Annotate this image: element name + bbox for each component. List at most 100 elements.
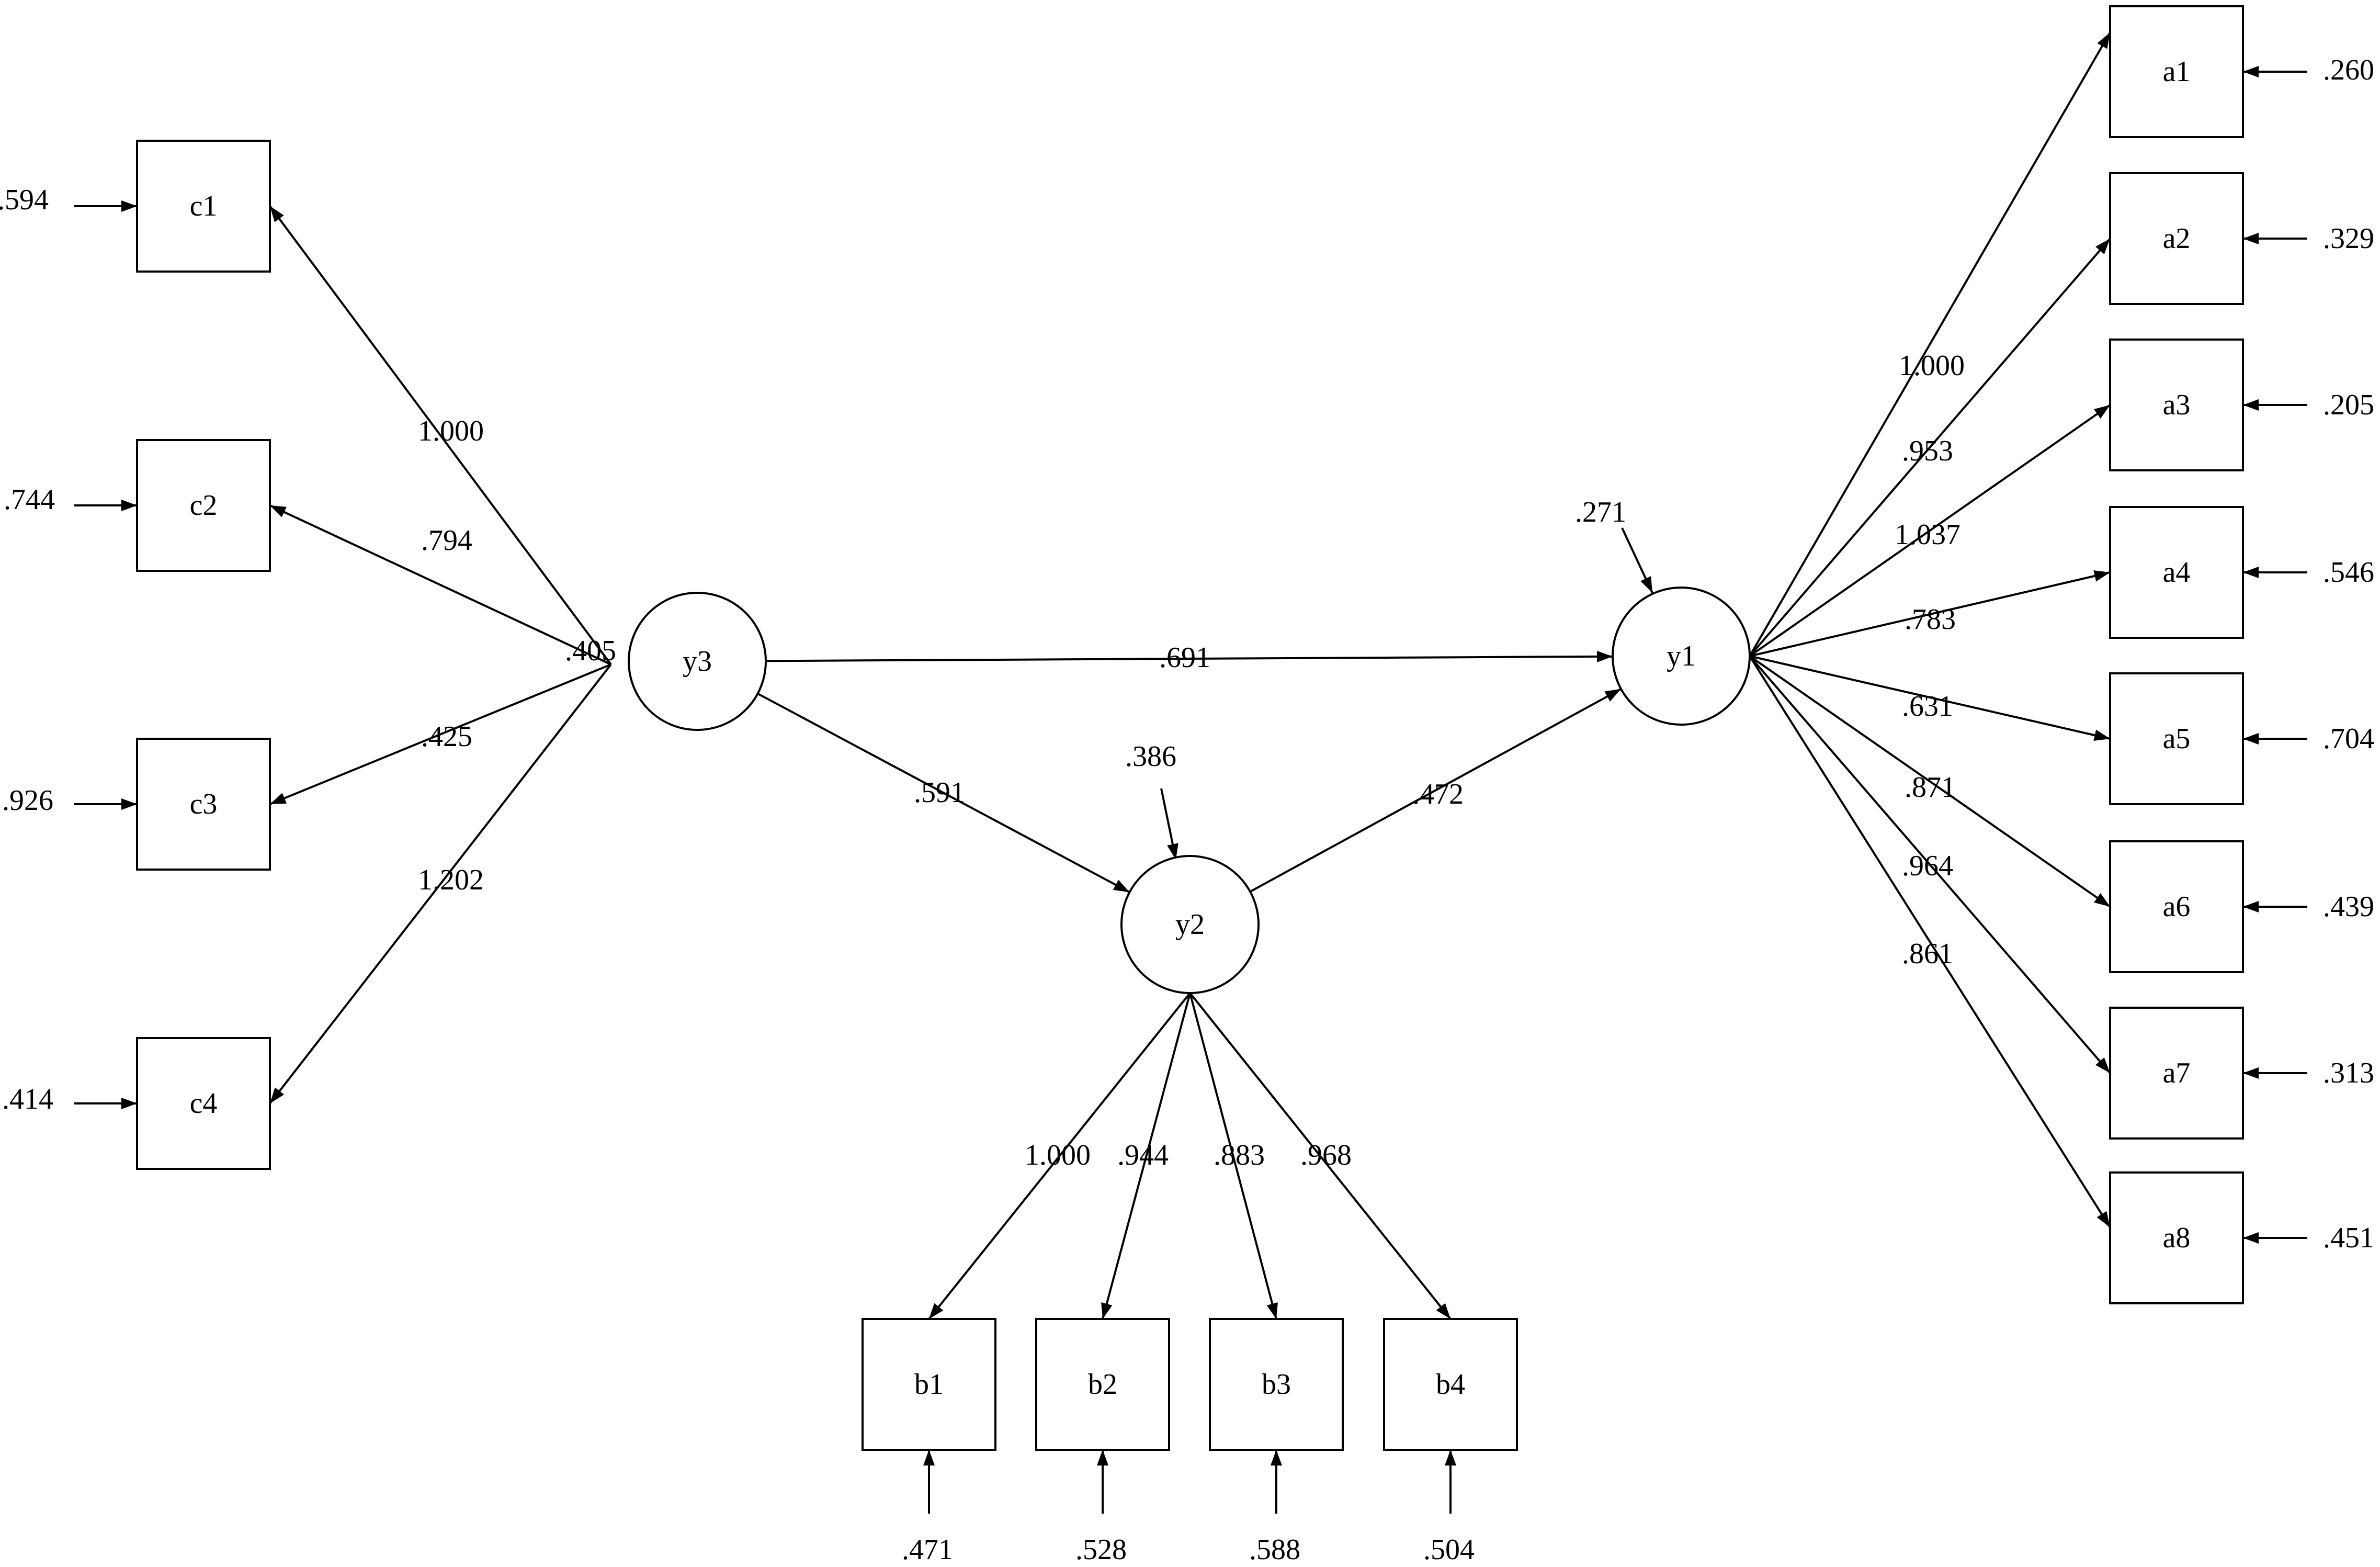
loading-label-y1-a8: .861 (1902, 938, 1953, 970)
observed-a1 (2109, 5, 2244, 138)
loading-y1-a2 (1749, 238, 2111, 657)
error-a1-arrow-arrowhead (2243, 66, 2259, 77)
error-c2-arrow-arrowhead (121, 500, 137, 511)
error-label-a5: .704 (2323, 723, 2374, 755)
disturbance-label-y2: .386 (1125, 740, 1176, 773)
edges-layer (74, 31, 2307, 1514)
loading-y1-a6-arrowhead (2094, 893, 2110, 907)
observed-a7 (2109, 1007, 2244, 1140)
loading-y2-b1-arrowhead (929, 1303, 944, 1319)
loading-y1-a1-arrowhead (2097, 32, 2110, 49)
observed-b1 (862, 1318, 996, 1451)
node-label-b2: b2 (1088, 1368, 1117, 1401)
observed-a5 (2109, 672, 2244, 805)
disturbance-y2-arrow-arrowhead (1167, 843, 1178, 860)
loading-label-y1-a1: 1.000 (1899, 350, 1965, 382)
node-label-y3: y3 (683, 645, 712, 678)
observed-b2 (1035, 1318, 1170, 1451)
error-c4-arrow-arrowhead (121, 1098, 137, 1109)
loading-label-y3-c4: 1.202 (418, 864, 484, 896)
path-label-y2-y1: .472 (1412, 778, 1464, 810)
error-b3-arrow-arrowhead (1271, 1450, 1282, 1465)
observed-a2 (2109, 172, 2244, 305)
node-label-a1: a1 (2163, 55, 2191, 88)
observed-b3 (1209, 1318, 1344, 1451)
loading-y2-b4 (1189, 992, 1452, 1320)
latent-y1 (1612, 587, 1751, 726)
error-a7-arrow-arrowhead (2243, 1067, 2259, 1079)
loading-label-y1-a7: .964 (1902, 850, 1953, 882)
node-label-a5: a5 (2163, 723, 2191, 755)
node-label-a2: a2 (2163, 222, 2191, 255)
observed-c3 (136, 738, 271, 871)
loading-y3-c4-arrowhead (270, 1087, 285, 1103)
error-a8-arrow-arrowhead (2243, 1232, 2259, 1244)
loading-y1-a8-arrowhead (2096, 1211, 2110, 1227)
error-label-c3: .926 (2, 784, 53, 817)
observed-a8 (2109, 1171, 2244, 1304)
loading-label-y3-c3: .425 (421, 720, 472, 753)
loading-y2-b3-arrowhead (1266, 1302, 1278, 1319)
node-label-b4: b4 (1436, 1368, 1465, 1401)
node-label-y1: y1 (1667, 640, 1696, 672)
observed-a3 (2109, 339, 2244, 471)
loading-y1-a5-arrowhead (2093, 729, 2110, 741)
node-label-b3: b3 (1262, 1368, 1291, 1401)
error-label-c1: .594 (0, 184, 49, 216)
error-b4-arrow-arrowhead (1445, 1450, 1456, 1465)
loading-label-y1-a6: .871 (1905, 771, 1956, 804)
node-label-c1: c1 (190, 190, 218, 222)
error-c1-arrow-arrowhead (121, 200, 137, 212)
path-label-y3-y1: .691 (1159, 641, 1210, 674)
node-label-a4: a4 (2163, 556, 2191, 589)
loading-y3-c2 (269, 504, 611, 666)
path-y2-y1 (1250, 688, 1622, 893)
loading-y3-c2-arrowhead (270, 505, 287, 517)
nodes-layer (136, 5, 2244, 1451)
error-a4-arrow-arrowhead (2243, 567, 2259, 578)
error-label-c2: .744 (4, 483, 55, 516)
node-label-a8: a8 (2163, 1222, 2191, 1254)
error-label-a6: .439 (2323, 890, 2374, 923)
loading-label-y1-a4: .783 (1905, 603, 1956, 636)
loading-y2-b2 (1102, 993, 1191, 1320)
loading-y2-b2-arrowhead (1101, 1302, 1113, 1319)
error-b1-arrow-arrowhead (923, 1450, 935, 1465)
loading-y1-a2-arrowhead (2095, 239, 2110, 254)
loading-label-y3-c1: 1.000 (418, 415, 484, 447)
observed-a4 (2109, 506, 2244, 639)
path-y3-y1-arrowhead (1596, 650, 1613, 662)
loading-label-y2-b2: .944 (1117, 1139, 1169, 1171)
loading-y1-a4 (1749, 571, 2111, 657)
node-label-y2: y2 (1175, 908, 1205, 941)
error-c3-arrow-arrowhead (121, 798, 137, 810)
loading-y1-a7 (1749, 655, 2111, 1074)
error-label-b1: .471 (902, 1534, 953, 1566)
observed-c1 (136, 140, 271, 273)
loading-y3-c1-arrowhead (270, 206, 284, 222)
loading-label-y1-a2: .953 (1902, 435, 1953, 467)
loading-y1-a4-arrowhead (2093, 570, 2110, 582)
error-a3-arrow-arrowhead (2243, 399, 2259, 411)
loading-y3-c1 (269, 205, 612, 666)
loading-y1-a3 (1749, 404, 2111, 657)
node-label-c3: c3 (190, 788, 218, 820)
node-label-a6: a6 (2163, 890, 2191, 923)
loading-y1-a7-arrowhead (2095, 1057, 2110, 1073)
loading-y2-b1 (928, 992, 1191, 1320)
error-label-c4: .414 (2, 1083, 53, 1115)
loading-y1-a3-arrowhead (2094, 405, 2110, 419)
loading-label-y2-b1: 1.000 (1025, 1139, 1091, 1171)
latent-y2 (1120, 855, 1260, 994)
path-y3-y1 (765, 655, 1613, 662)
error-label-a8: .451 (2323, 1222, 2374, 1254)
error-label-a1: .260 (2323, 54, 2374, 86)
loading-y2-b4-arrowhead (1436, 1303, 1450, 1319)
disturbance-label-y3: .405 (565, 635, 616, 667)
node-label-a7: a7 (2163, 1057, 2191, 1089)
error-b2-arrow-arrowhead (1097, 1450, 1108, 1465)
error-label-b4: .504 (1423, 1534, 1475, 1566)
error-label-b3: .588 (1249, 1534, 1300, 1566)
